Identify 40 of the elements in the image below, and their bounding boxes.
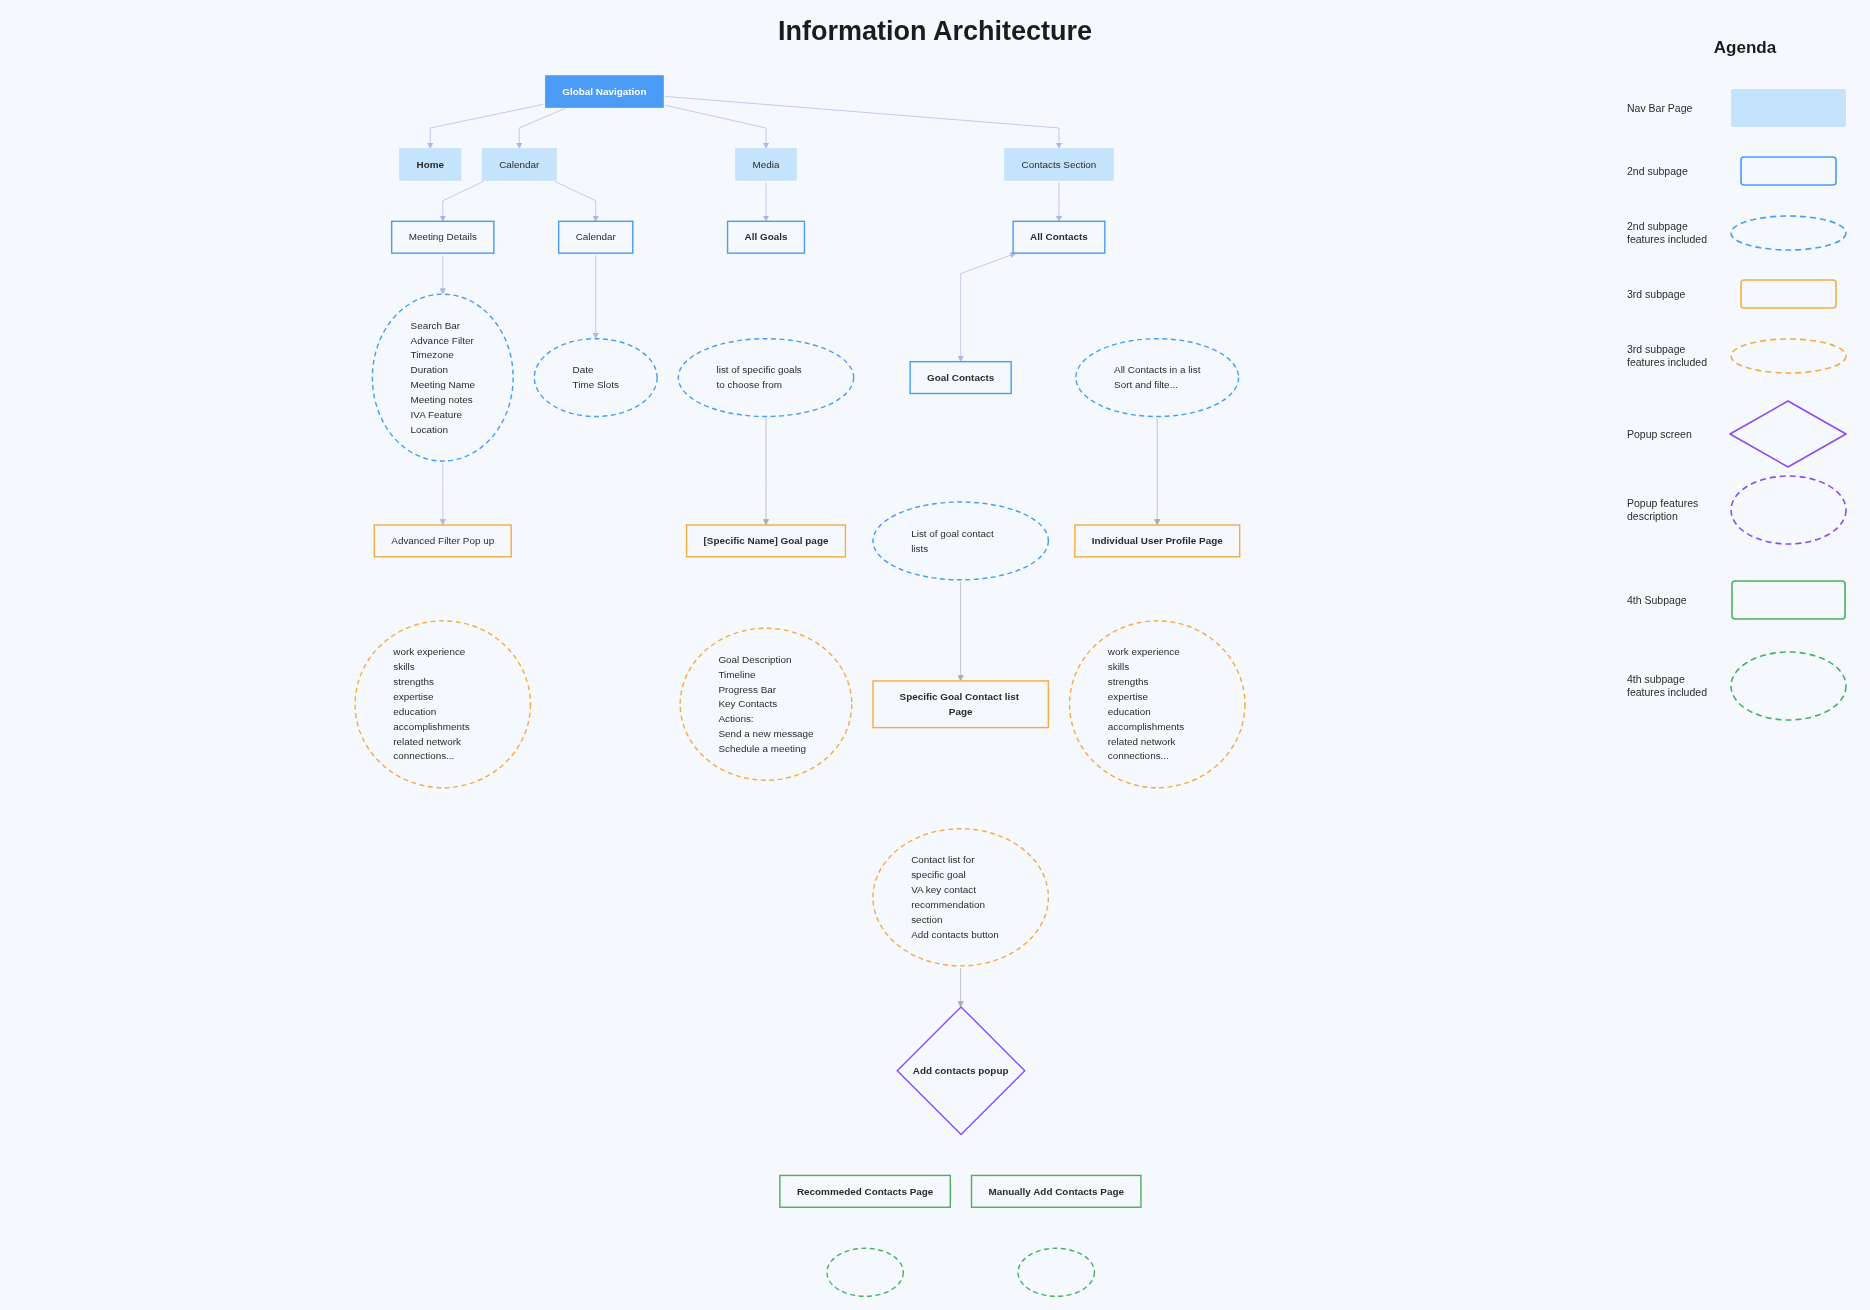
- subpage-box: Individual User Profile Page: [1074, 524, 1241, 558]
- subpage-box: Goal Contacts: [909, 360, 1012, 395]
- legend-label: 2nd subpage features included: [1627, 220, 1708, 246]
- features-ellipse: Search Bar Advance Filter Timezone Duration Meeting Name Meeting notes IVA Feature Location: [371, 293, 514, 462]
- legend-label: 4th subpage features included: [1627, 673, 1708, 699]
- nav-page-box: Calendar: [481, 148, 557, 181]
- legend-label: Popup screen: [1627, 428, 1693, 441]
- arrow: [957, 252, 1017, 362]
- features-ellipse: [826, 1247, 904, 1298]
- features-ellipse: Date Time Slots: [533, 338, 658, 418]
- nav-page-box: Contacts Section: [1004, 148, 1114, 181]
- subpage-box: All Contacts: [1012, 220, 1106, 254]
- nav-page-box: Media: [735, 148, 797, 181]
- legend-title: Agenda: [1712, 38, 1778, 58]
- legend-label: 2nd subpage: [1627, 165, 1689, 178]
- features-ellipse: List of goal contact lists: [872, 501, 1050, 581]
- features-ellipse: Goal Description Timeline Progress Bar Key Contacts Actions: Send a new message Schedule a meeting: [679, 627, 853, 781]
- features-ellipse: Contact list for specific goal VA key contact recommendation section Add contacts button: [872, 828, 1050, 967]
- subpage-box: All Goals: [726, 220, 806, 254]
- legend-label: 3rd subpage features included: [1627, 343, 1708, 369]
- subpage-box: Manually Add Contacts Page: [970, 1174, 1142, 1208]
- features-ellipse: [1017, 1247, 1096, 1298]
- features-ellipse: work experience skills strengths expertise education accomplishments related network connections...: [1068, 620, 1246, 789]
- subpage-box: Advanced Filter Pop up: [373, 524, 512, 558]
- popup-diamond: Add contacts popup: [896, 1005, 1026, 1136]
- nav-page-box: Home: [399, 148, 462, 181]
- subpage-box: Specific Goal Contact list Page: [872, 680, 1050, 729]
- subpage-box: Meeting Details: [390, 220, 495, 254]
- features-ellipse: list of specific goals to choose from: [677, 338, 855, 418]
- subpage-box: Calendar: [557, 220, 634, 254]
- subpage-box: [Specific Name] Goal page: [685, 524, 847, 558]
- legend-label: Popup features description: [1627, 497, 1700, 523]
- navigation-box: Global Navigation: [544, 75, 664, 108]
- diagram-title: Information Architecture: [777, 16, 1092, 46]
- legend-label: 3rd subpage: [1627, 288, 1687, 301]
- subpage-box: Recommeded Contacts Page: [779, 1174, 951, 1208]
- legend-label: 4th Subpage: [1627, 594, 1688, 607]
- legend-label: Nav Bar Page: [1627, 102, 1694, 115]
- features-ellipse: All Contacts in a list Sort and filte...: [1075, 338, 1240, 418]
- features-ellipse: work experience skills strengths expertise education accomplishments related network connections...: [354, 620, 532, 789]
